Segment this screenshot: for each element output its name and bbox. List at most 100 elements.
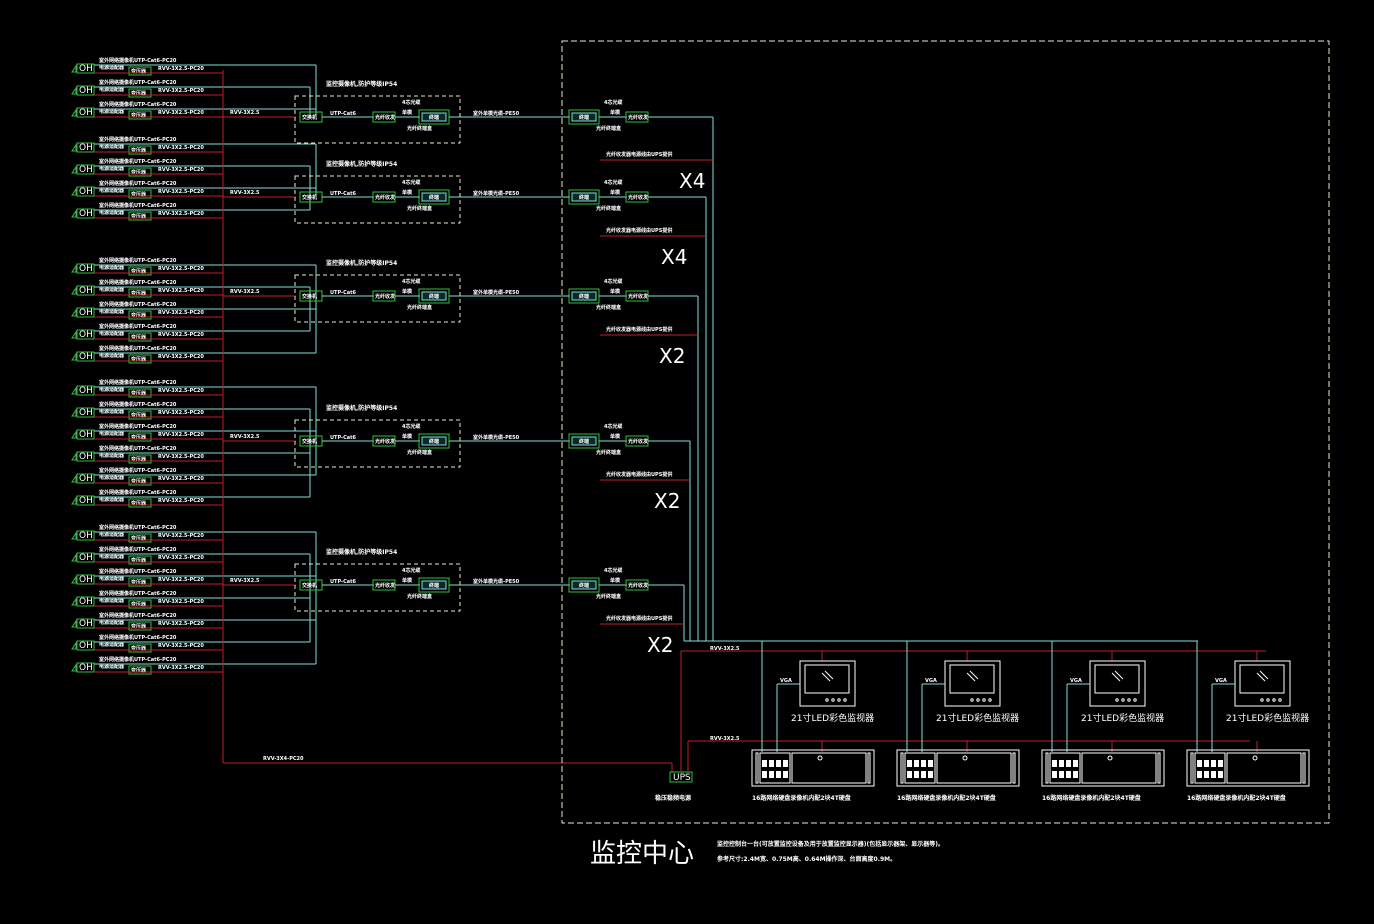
fiber-transceiver-label: 光纤收发 — [374, 293, 396, 300]
camera-label: OH — [79, 474, 93, 484]
transceiver-power-note: 光纤收发器电源线由UPS提供 — [605, 227, 672, 234]
hdd-slot-icon — [762, 760, 767, 767]
monitor-button-icon — [1115, 698, 1119, 702]
power-cable-note: RVV-3X2.5-PC20 — [158, 454, 204, 460]
transformer-box — [128, 665, 152, 675]
camera-label: OH — [79, 531, 93, 541]
camera-cable-note: 室外网络摄像机UTP-Cat6-PC20 — [99, 279, 177, 286]
camera-icon — [76, 495, 95, 506]
adapter-label: 电源适配器 — [99, 64, 125, 71]
hdd-slot-icon — [1066, 760, 1071, 767]
camera-mount-icon — [71, 86, 77, 95]
camera-cable-note: 室外网络摄像机UTP-Cat6-PC20 — [99, 136, 177, 143]
monitor-button-icon — [1121, 698, 1125, 702]
center-transceiver-label: 光纤收发 — [627, 114, 649, 121]
power-cable-note: RVV-3X2.5-PC20 — [158, 432, 204, 438]
camera-icon — [76, 451, 95, 462]
power-cable-note: RVV-3X2.5-PC20 — [158, 88, 204, 94]
terminal-box-label: 终端 — [428, 582, 439, 589]
monitor-label: 21寸LED彩色监视器 — [936, 712, 1019, 724]
monitor-button-icon — [831, 698, 835, 702]
hdd-slot-icon — [783, 760, 788, 767]
nvr-front-panel — [1226, 752, 1302, 784]
screen-glare — [1114, 670, 1124, 680]
camera-icon — [76, 63, 95, 74]
power-cable-note: RVV-3X2.5-PC20 — [158, 555, 204, 561]
camera-label: OH — [79, 264, 93, 274]
transformer-label: 变压器 — [131, 456, 147, 463]
center-terminal-inner — [571, 112, 597, 122]
switch-label: 交换机 — [302, 582, 317, 589]
center-transceiver-label: 光纤收发 — [627, 293, 649, 300]
hdd-slot-icon — [921, 760, 926, 767]
center-mode-tag: 单模 — [610, 288, 621, 295]
field-cabinet-boundary — [294, 563, 461, 612]
outdoor-fiber-label: 室外单模光缆-PE50 — [473, 289, 520, 296]
hdd-slot-icon — [762, 771, 767, 778]
transformer-box — [128, 621, 152, 631]
camera-label: OH — [79, 575, 93, 585]
fiber-core-tag: 4芯光缆 — [402, 179, 420, 186]
camera-cable-note: 室外网络摄像机UTP-Cat6-PC20 — [99, 301, 177, 308]
camera-label: OH — [79, 187, 93, 197]
center-terminal-inner — [571, 580, 597, 590]
adapter-label: 电源适配器 — [99, 108, 125, 115]
terminal-box-tag: 光纤终端盒 — [406, 205, 433, 212]
transformer-box — [128, 110, 152, 120]
transformer-box — [128, 388, 152, 398]
hdd-slot-icon — [1073, 760, 1078, 767]
terminal-box-inner — [421, 291, 447, 301]
adapter-label: 电源适配器 — [99, 452, 125, 459]
camera-mount-icon — [71, 575, 77, 584]
camera-mount-icon — [71, 330, 77, 339]
power-cable-note: RVV-3X2.5-PC20 — [158, 145, 204, 151]
power-cable-note: RVV-3X2.5-PC20 — [158, 577, 204, 583]
hdd-slot-icon — [1218, 760, 1223, 767]
field-cabinet-boundary — [294, 274, 461, 323]
transformer-box — [128, 432, 152, 442]
field-cabinet-boundary — [294, 95, 461, 144]
cabinet-note: 监控摄像机,防护等级IP54 — [326, 404, 397, 412]
camera-label: OH — [79, 452, 93, 462]
transformer-label: 变压器 — [131, 623, 147, 630]
transformer-box — [128, 266, 152, 276]
camera-icon — [76, 285, 95, 296]
cabinet-note: 监控摄像机,防护等级IP54 — [326, 160, 397, 168]
transformer-label: 变压器 — [131, 112, 147, 119]
transceiver-power-note: 光纤收发器电源线由UPS提供 — [605, 471, 672, 478]
center-core-tag: 4芯光缆 — [604, 567, 622, 574]
transformer-box — [128, 533, 152, 543]
nvr-power-label: RVV-3X2.5 — [710, 736, 740, 742]
camera-mount-icon — [71, 308, 77, 317]
monitor-button-icon — [843, 698, 847, 702]
camera-icon — [76, 662, 95, 673]
fiber-transceiver-label: 光纤收发 — [374, 194, 396, 201]
hdd-slot-icon — [928, 771, 933, 778]
nvr-label: 16路网络硬盘录像机内配2块4T硬盘 — [1042, 794, 1141, 802]
camera-mount-icon — [71, 663, 77, 672]
terminal-box-label: 终端 — [428, 438, 439, 445]
power-cable-note: RVV-3X2.5-PC20 — [158, 643, 204, 649]
center-terminal-label: 终端 — [578, 293, 589, 300]
main-power-cable-label: RVV-3X4-PC20 — [263, 756, 304, 762]
fiber-core-tag: 4芯光缆 — [402, 99, 420, 106]
camera-mount-icon — [71, 165, 77, 174]
transformer-box — [128, 310, 152, 320]
camera-label: OH — [79, 64, 93, 74]
fiber-core-tag: 4芯光缆 — [402, 567, 420, 574]
adapter-label: 电源适配器 — [99, 330, 125, 337]
transformer-box — [128, 66, 152, 76]
screen-glare — [824, 670, 834, 680]
monitor-button-icon — [1133, 698, 1137, 702]
screen-glare — [1259, 670, 1269, 680]
camera-cable-note: 室外网络摄像机UTP-Cat6-PC20 — [99, 401, 177, 408]
console-note-2: 参考尺寸:2.4M宽、0.75M高、0.64M操作深、台面高度0.9M。 — [716, 855, 896, 863]
